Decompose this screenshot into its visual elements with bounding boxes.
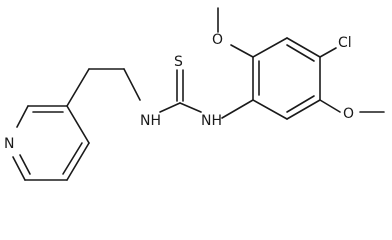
bond-bz-c3-c4 (286, 37, 321, 58)
bond-py-c4-c5-double (62, 142, 83, 175)
bond-py-n-c2 (16, 105, 29, 128)
bond-nh-right-ring (221, 99, 254, 119)
atom-label-oxygen-top: O (212, 32, 223, 48)
bond-py-c6-n-double (19, 154, 31, 175)
bonds (12, 7, 385, 181)
bond-bz-c6-c1 (252, 99, 288, 120)
bond-c-nh-right (179, 102, 202, 113)
bond-bz-o-right (319, 99, 341, 113)
bond-bz-c5-c6-double (286, 95, 315, 113)
bond-py-c4-c5 (66, 142, 90, 181)
atom-label-oxygen-right: O (343, 106, 354, 122)
atom-label-nh-right: NH (201, 113, 222, 129)
bond-bz-o-top (230, 44, 254, 58)
bond-bz-c5-c6 (286, 99, 321, 120)
bond-py-c3-c4 (66, 105, 90, 144)
atom-label-sulfur: S (174, 54, 183, 70)
bond-ring-ch2 (66, 68, 90, 107)
bond-py-c6-n (12, 156, 26, 181)
bond-bz-cl (319, 47, 337, 58)
bond-nh-left-c (159, 102, 181, 113)
atom-labels: N NH S NH O Cl O (4, 32, 354, 152)
bond-c-nh-left (123, 68, 141, 101)
bond-bz-c3-c4-double (286, 44, 315, 62)
atom-label-chlorine: Cl (338, 35, 352, 51)
atom-label-nh-left: NH (140, 113, 161, 129)
chemical-structure: N NH S NH O Cl O (4, 7, 385, 181)
atom-label-pyridine-n: N (4, 136, 14, 152)
bond-bz-c2-c3 (252, 37, 288, 58)
